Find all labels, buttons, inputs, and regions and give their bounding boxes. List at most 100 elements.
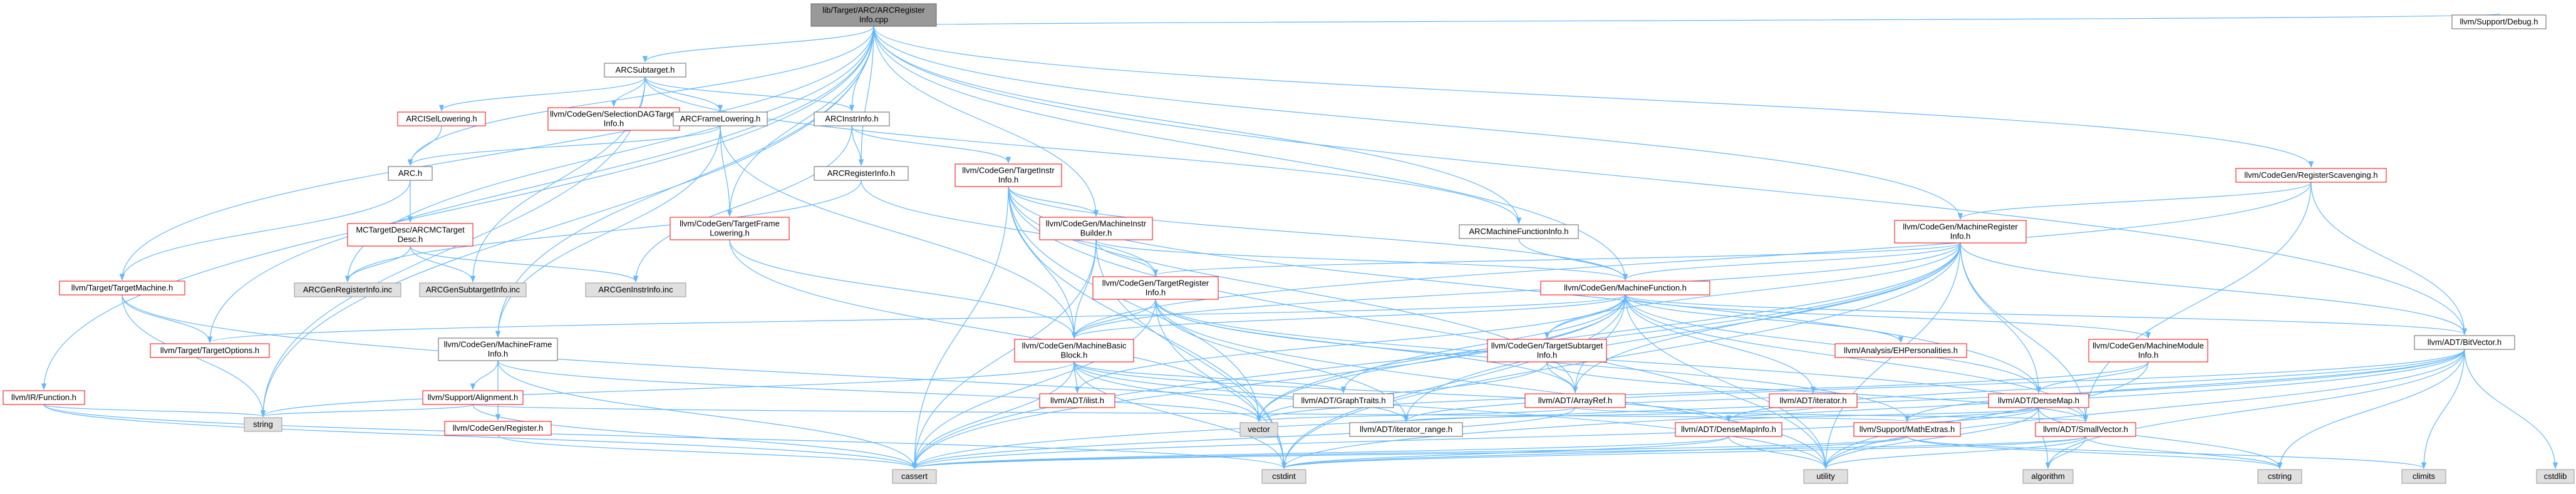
edge-register-to-cassert — [497, 435, 917, 470]
edge-densemap-to-cstring — [2038, 407, 2283, 470]
edge-regscav-to-mreginfo — [1957, 182, 2312, 220]
node-box — [1039, 217, 1153, 240]
node-llvm-support-debug-h[interactable]: llvm/Support/Debug.h — [2451, 14, 2547, 29]
node-llvm-adt-densemap-h[interactable]: llvm/ADT/DenseMap.h — [1988, 393, 2089, 408]
edge-root-to-string — [260, 26, 874, 418]
node-label: llvm/Target/TargetMachine.h — [71, 283, 173, 292]
edge-mmodinfo-to-densemap — [2035, 361, 2149, 394]
edge-treginfo-to-utility — [1155, 299, 1829, 470]
node-box — [59, 280, 185, 296]
edge-bitvector-to-algorithm — [2045, 349, 2465, 470]
node-arcsubtarget-h[interactable]: ARCSubtarget.h — [604, 63, 686, 78]
edge-bitvector-to-cstdint — [1281, 349, 2465, 470]
node-llvm-adt-bitvector-h[interactable]: llvm/ADT/BitVector.h — [2414, 335, 2515, 350]
node-box — [814, 166, 909, 181]
edge-subtarget-to-seldag — [611, 76, 646, 108]
edge-smallvector-to-cstdint — [1281, 436, 2086, 470]
node-box — [2401, 469, 2446, 484]
edge-mbb-to-densemapinfo — [1073, 361, 1731, 423]
node-label: Builder.h — [1080, 229, 1112, 238]
node-llvm-codegen-machinefunction-h[interactable]: llvm/CodeGen/MachineFunction.h — [1540, 280, 1710, 296]
node-label: lib/Target/ARC/ARCRegister — [822, 6, 925, 15]
edge-subtarget-to-instrinfo — [644, 76, 855, 112]
node-llvm-adt-densemapinfo-h[interactable]: llvm/ADT/DenseMapInfo.h — [1675, 422, 1782, 437]
node-box — [1459, 224, 1579, 239]
node-label: llvm/CodeGen/TargetInstr — [962, 166, 1055, 175]
node-label: Info.h — [2138, 351, 2159, 360]
node-box — [1675, 422, 1782, 437]
node-box — [438, 337, 558, 361]
edge-mbb-to-string — [261, 361, 1075, 418]
node-utility: utility — [1803, 469, 1848, 484]
edge-root-to-mreginfo — [873, 26, 1963, 220]
node-llvm-support-alignment-h[interactable]: llvm/Support/Alignment.h — [422, 390, 524, 405]
node-label: llvm/CodeGen/TargetSubtarget — [1491, 341, 1603, 351]
node-llvm-ir-function-h[interactable]: llvm/IR/Function.h — [3, 390, 85, 405]
node-llvm-target-targetoptions-h[interactable]: llvm/Target/TargetOptions.h — [150, 343, 270, 358]
edge-mframeinfo-to-cassert — [497, 360, 918, 470]
node-arcinstrinfo-h[interactable]: ARCInstrInfo.h — [814, 111, 890, 126]
edge-mfunction-to-bitvector — [1625, 294, 2467, 336]
node-box — [388, 166, 433, 181]
node-llvm-adt-ilist-h[interactable]: llvm/ADT/ilist.h — [1039, 393, 1115, 408]
node-llvm-adt-smallvector-h[interactable]: llvm/ADT/SmallVector.h — [2035, 422, 2136, 437]
node-box — [1894, 220, 2027, 244]
node-llvm-analysis-ehpersonalities-h[interactable]: llvm/Analysis/EHPersonalities.h — [1834, 343, 1967, 358]
node-arcregisterinfo-h[interactable]: ARCRegisterInfo.h — [814, 166, 909, 181]
edge-mreginfo-to-bitvector — [1960, 242, 2468, 336]
node-box — [1014, 339, 1134, 363]
edge-mfunction-to-vector — [1256, 294, 1626, 423]
edge-root-to-irfunction — [41, 26, 874, 391]
edge-mmodinfo-to-vector — [1256, 361, 2149, 423]
edge-arrayref-to-vector — [1256, 407, 1576, 423]
node-box — [1853, 422, 1961, 437]
node-arcframelowering-h[interactable]: ARCFrameLowering.h — [673, 111, 768, 126]
node-label: llvm/Support/MathExtras.h — [1860, 425, 1955, 434]
node-label: Info.h — [1537, 351, 1558, 360]
node-box — [1092, 276, 1219, 300]
node-llvm-adt-graphtraits-h[interactable]: llvm/ADT/GraphTraits.h — [1293, 393, 1394, 408]
node-box — [810, 3, 937, 27]
node-box — [1039, 393, 1115, 408]
node-label: llvm/ADT/ArrayRef.h — [1538, 396, 1612, 405]
node-llvm-adt-iterator-range-h[interactable]: llvm/ADT/iterator_range.h — [1349, 422, 1463, 437]
node-cstdlib: cstdlib — [2536, 469, 2575, 484]
edge-mathextras-to-cassert — [912, 436, 1908, 470]
node-arcgeninstrinfo-inc: ARCGenInstrInfo.inc — [585, 282, 686, 297]
edge-mathextras-to-climits — [1906, 436, 2426, 470]
node-llvm-adt-arrayref-h[interactable]: llvm/ADT/ArrayRef.h — [1524, 393, 1626, 408]
node-llvm-target-targetmachine-h[interactable]: llvm/Target/TargetMachine.h — [59, 280, 185, 296]
node-label: cstdlib — [2544, 471, 2567, 481]
node-llvm-adt-iterator-h[interactable]: llvm/ADT/iterator.h — [1769, 393, 1858, 408]
node-arcisellowering-h[interactable]: ARCISelLowering.h — [397, 111, 486, 126]
edge-root-to-instrinfo — [849, 26, 874, 112]
node-arcmachinefunctioninfo-h[interactable]: ARCMachineFunctionInfo.h — [1459, 224, 1579, 239]
edge-mfunction-to-mbb — [1072, 294, 1626, 339]
node-llvm-codegen-register-h[interactable]: llvm/CodeGen/Register.h — [444, 421, 552, 436]
edge-root-to-bitvector — [873, 26, 2468, 336]
edge-mfunction-to-targetoptions — [207, 294, 1626, 344]
edge-regscav-to-bitvector — [2310, 182, 2468, 336]
edge-bitvector-to-climits — [2421, 349, 2465, 470]
node-box — [673, 111, 768, 126]
node-llvm-support-mathextras-h[interactable]: llvm/Support/MathExtras.h — [1853, 422, 1961, 437]
node-arc-h[interactable]: ARC.h — [388, 166, 433, 181]
node-llvm-codegen-registerscavenging-h[interactable]: llvm/CodeGen/RegisterScavenging.h — [2235, 168, 2387, 183]
node-box — [419, 282, 527, 297]
edge-mfunction-to-graphtraits — [1340, 294, 1626, 394]
edge-ttinstr-to-utility — [1008, 186, 1829, 470]
edge-densemap-to-densemapinfo — [1726, 407, 2039, 423]
node-algorithm: algorithm — [2022, 469, 2074, 484]
edge-mreginfo-to-smallvector — [1960, 242, 2089, 423]
